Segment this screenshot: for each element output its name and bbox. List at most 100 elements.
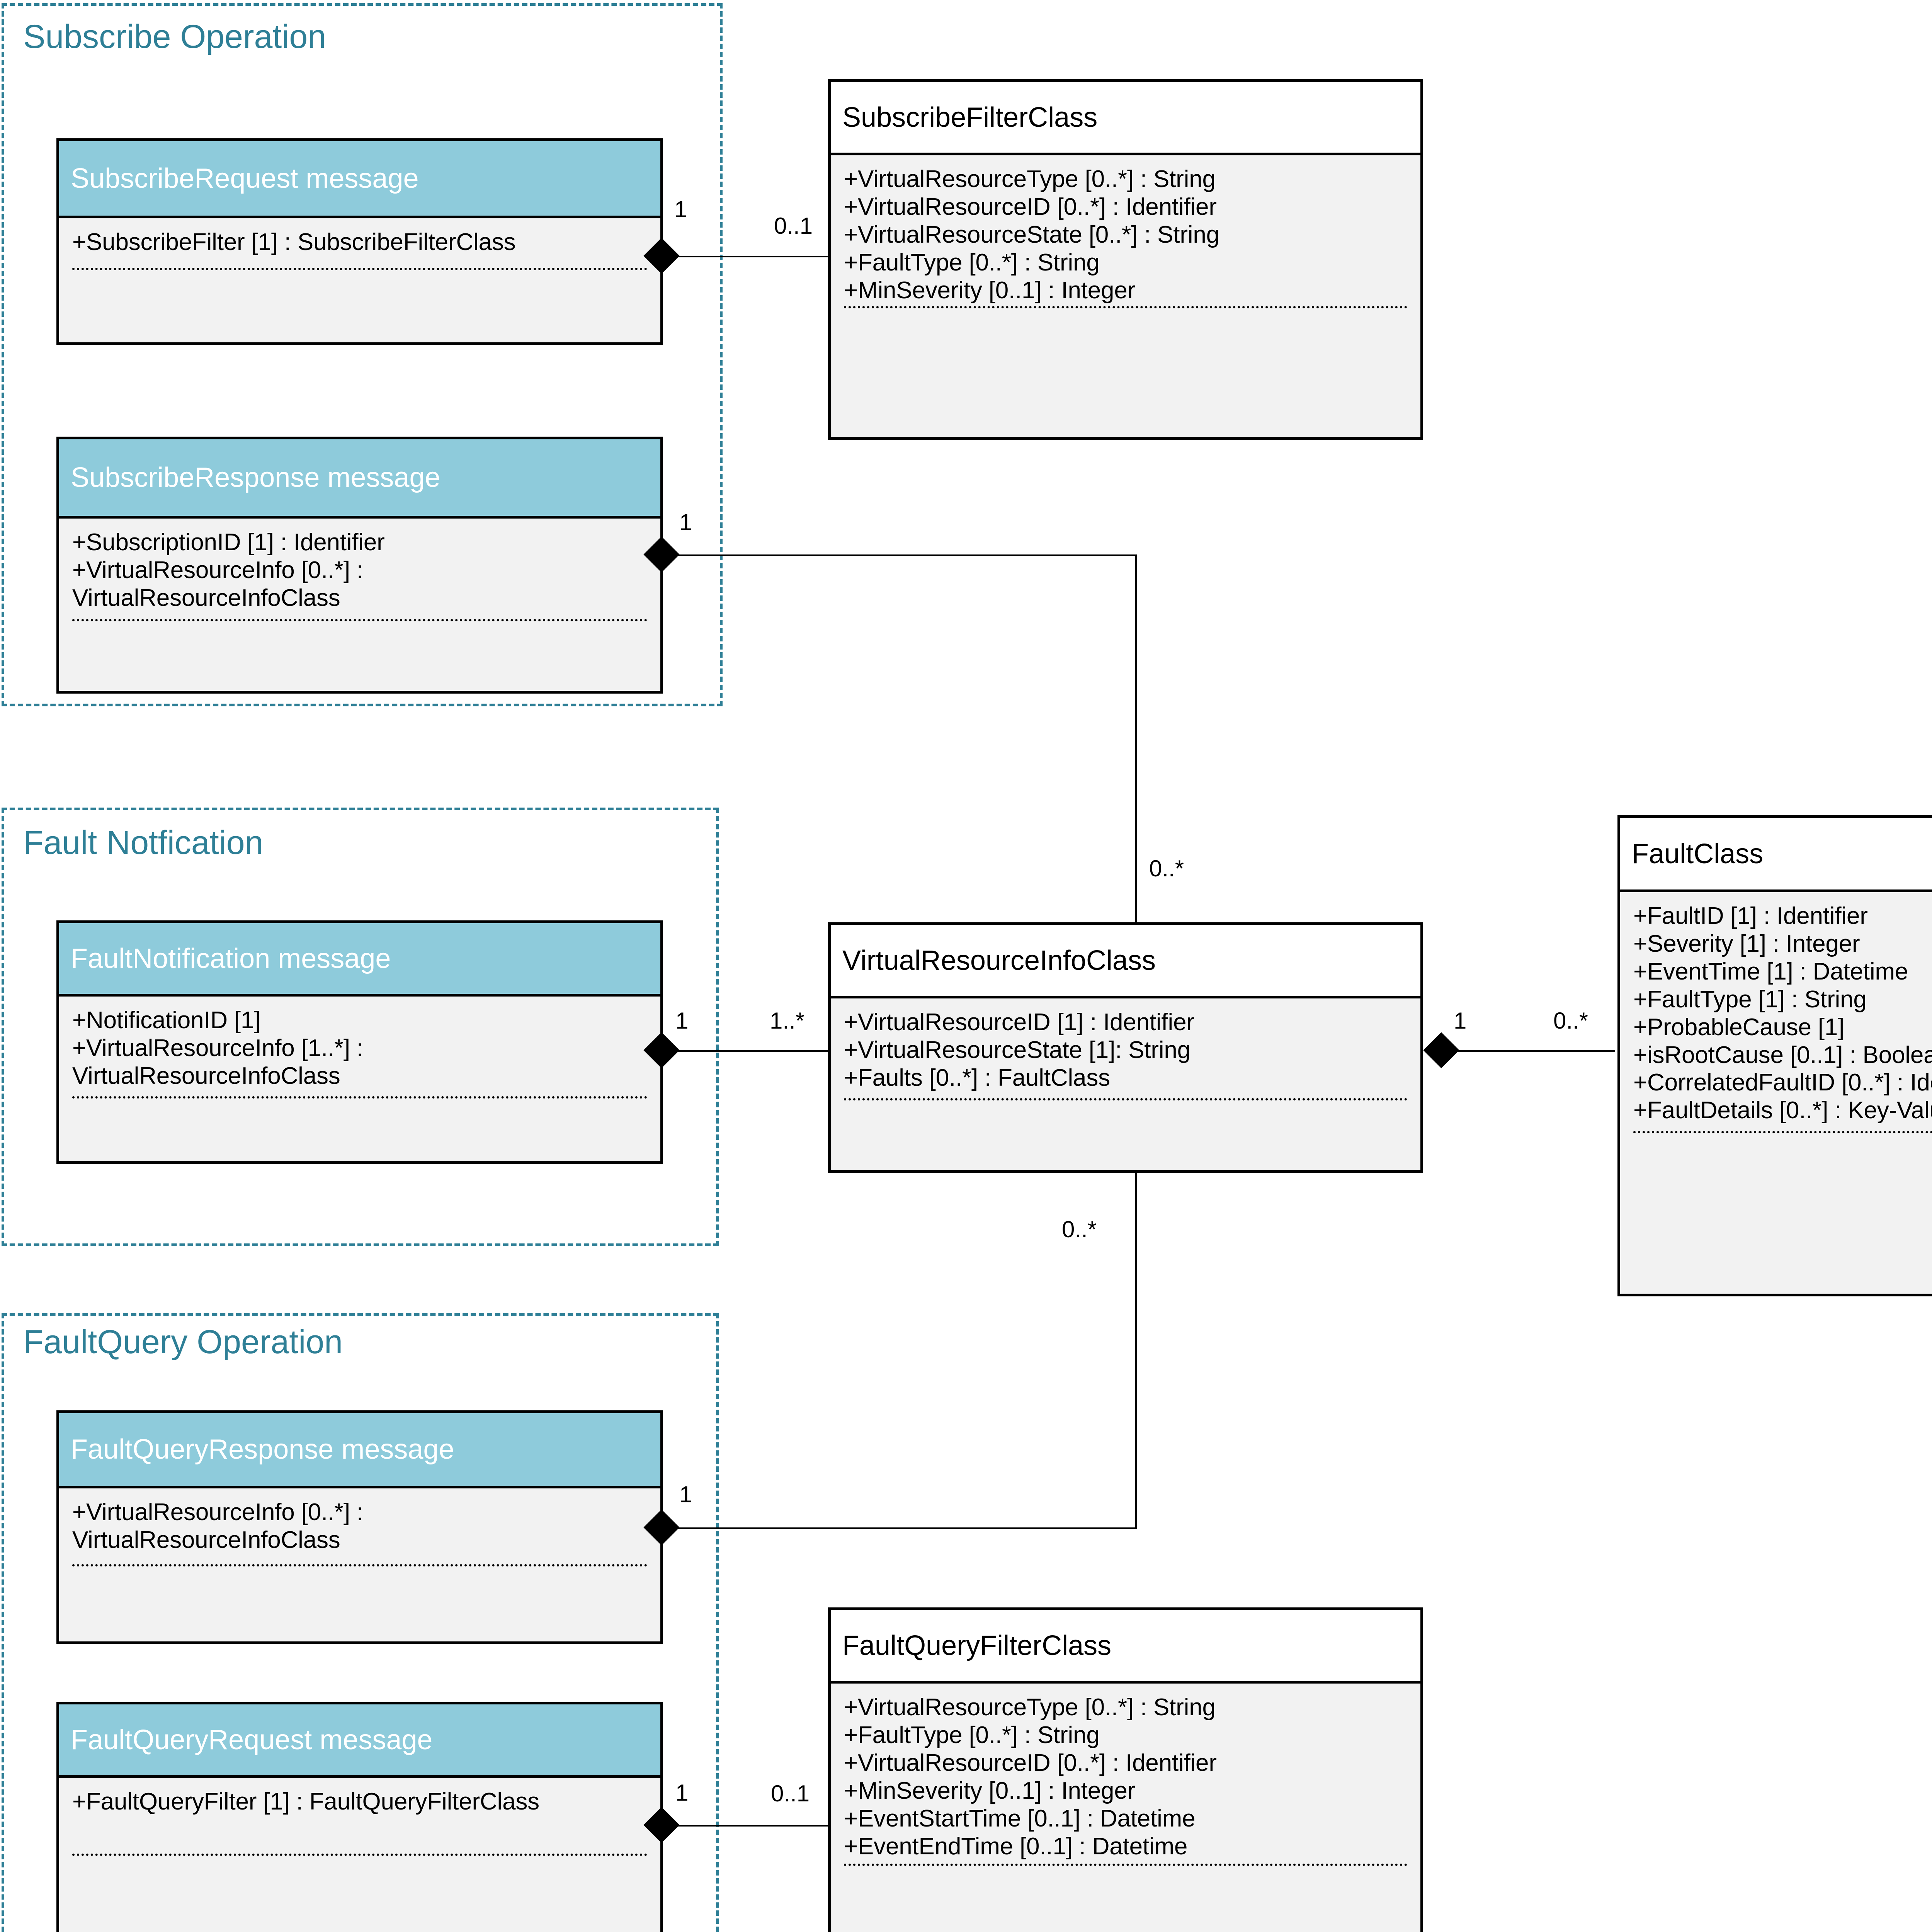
group-frame-subscribe <box>2 3 723 706</box>
attr-subscribe-filter: +SubscribeFilter [1] : SubscribeFilterCl… <box>72 229 516 255</box>
multiplicity-fault-query-response-near: 1 <box>679 1481 692 1507</box>
box-fault-class-body: +FaultID [1] : Identifier +Severity [1] … <box>1620 892 1932 1294</box>
box-fault-query-filter-class-body: +VirtualResourceType [0..*] : String +Fa… <box>831 1684 1420 1932</box>
connector-fault-query-request-h <box>662 1825 828 1827</box>
box-fault-notification-header: FaultNotification message <box>59 923 660 997</box>
box-fault-query-filter-class-title: FaultQueryFilterClass <box>842 1630 1112 1661</box>
box-fault-class[interactable]: FaultClass +FaultID [1] : Identifier +Se… <box>1617 815 1932 1296</box>
box-fault-query-request-header: FaultQueryRequest message <box>59 1704 660 1778</box>
box-fault-query-response-title: FaultQueryResponse message <box>71 1434 454 1465</box>
box-virtual-resource-info-class-body: +VirtualResourceID [1] : Identifier +Vir… <box>831 998 1420 1170</box>
attr-virtualresourceid: +VirtualResourceID [0..*] : Identifier <box>844 1749 1217 1776</box>
box-fault-query-filter-class[interactable]: FaultQueryFilterClass +VirtualResourceTy… <box>828 1607 1423 1932</box>
multiplicity-fault-query-filter-far: 0..1 <box>771 1781 810 1806</box>
box-fault-query-response-body: +VirtualResourceInfo [0..*] : VirtualRes… <box>59 1488 660 1641</box>
connector-fault-query-response-v <box>1135 1173 1137 1528</box>
attr-virtualresourceinfo: +VirtualResourceInfo [1..*] : VirtualRes… <box>72 1034 363 1089</box>
attr-virtualresourceinfo: +VirtualResourceInfo [0..*] : VirtualRes… <box>72 1499 363 1553</box>
multiplicity-fault-query-request-near: 1 <box>675 1780 689 1806</box>
connector-subscribe-response-h <box>662 554 1137 556</box>
attr-minseverity: +MinSeverity [0..1] : Integer <box>844 1777 1136 1804</box>
attr-faultdetails: +FaultDetails [0..*] : Key-Value pairs <box>1633 1097 1932 1124</box>
box-fault-class-title: FaultClass <box>1632 838 1764 869</box>
box-subscribe-filter-class[interactable]: SubscribeFilterClass +VirtualResourceTyp… <box>828 79 1423 440</box>
attr-correlatedfaultid: +CorrelatedFaultID [0..*] : Identifier <box>1633 1069 1932 1096</box>
box-fault-query-response[interactable]: FaultQueryResponse message +VirtualResou… <box>56 1410 663 1644</box>
multiplicity-subscribe-request-near: 1 <box>674 196 687 222</box>
attr-faultqueryfilter: +FaultQueryFilter [1] : FaultQueryFilter… <box>72 1788 539 1815</box>
aggregation-diamond-vri-to-faultclass <box>1423 1032 1459 1068</box>
connector-fault-notification-h <box>662 1050 832 1052</box>
multiplicity-vri-from-notification: 1..* <box>770 1008 805 1034</box>
box-subscribe-response-title: SubscribeResponse message <box>71 462 440 493</box>
box-virtual-resource-info-class-title: VirtualResourceInfoClass <box>842 945 1156 976</box>
connector-subscribe-request-to-filter <box>662 256 828 257</box>
operations-separator <box>844 1098 1407 1100</box>
attr-subscriptionid: +SubscriptionID [1] : Identifier <box>72 529 385 556</box>
multiplicity-subscribe-filter-far: 0..1 <box>774 213 813 239</box>
attr-virtualresourceid: +VirtualResourceID [1] : Identifier <box>844 1009 1194 1036</box>
attr-virtualresourcetype: +VirtualResourceType [0..*] : String <box>844 166 1216 192</box>
multiplicity-vri-from-query-response: 0..* <box>1062 1216 1097 1242</box>
multiplicity-fault-notification-near: 1 <box>675 1008 689 1034</box>
operations-separator <box>844 1864 1407 1866</box>
group-title-subscribe: Subscribe Operation <box>23 18 326 55</box>
box-subscribe-request-title: SubscribeRequest message <box>71 163 419 194</box>
operations-separator <box>844 306 1407 308</box>
box-subscribe-filter-class-body: +VirtualResourceType [0..*] : String +Vi… <box>831 155 1420 437</box>
box-subscribe-response[interactable]: SubscribeResponse message +SubscriptionI… <box>56 437 663 694</box>
box-subscribe-request-body: +SubscribeFilter [1] : SubscribeFilterCl… <box>59 218 660 342</box>
box-fault-query-request-body: +FaultQueryFilter [1] : FaultQueryFilter… <box>59 1778 660 1932</box>
box-fault-notification-message[interactable]: FaultNotification message +NotificationI… <box>56 920 663 1164</box>
attr-virtualresourceinfo: +VirtualResourceInfo [0..*] : VirtualRes… <box>72 556 363 611</box>
attr-severity: +Severity [1] : Integer <box>1633 930 1860 957</box>
attr-faults: +Faults [0..*] : FaultClass <box>844 1064 1110 1091</box>
box-fault-class-header: FaultClass <box>1620 818 1932 892</box>
box-fault-query-request[interactable]: FaultQueryRequest message +FaultQueryFil… <box>56 1702 663 1932</box>
connector-subscribe-response-v <box>1135 554 1137 929</box>
box-subscribe-response-body: +SubscriptionID [1] : Identifier +Virtua… <box>59 519 660 691</box>
box-fault-query-response-header: FaultQueryResponse message <box>59 1413 660 1488</box>
box-subscribe-response-header: SubscribeResponse message <box>59 439 660 519</box>
operations-separator <box>72 1564 647 1566</box>
attr-virtualresourcestate: +VirtualResourceState [0..*] : String <box>844 221 1219 248</box>
box-virtual-resource-info-class-header: VirtualResourceInfoClass <box>831 925 1420 998</box>
box-fault-notification-body: +NotificationID [1] +VirtualResourceInfo… <box>59 997 660 1161</box>
group-title-fault-notification: Fault Notfication <box>23 824 264 861</box>
attr-virtualresourceid: +VirtualResourceID [0..*] : Identifier <box>844 193 1217 220</box>
group-frame-fault-notification <box>2 808 719 1246</box>
multiplicity-subscribe-response-near: 1 <box>679 509 692 535</box>
multiplicity-vri-from-subscribe-response: 0..* <box>1149 855 1184 881</box>
box-fault-query-request-title: FaultQueryRequest message <box>71 1724 433 1755</box>
attr-notificationid: +NotificationID [1] <box>72 1007 261 1034</box>
box-fault-query-filter-class-header: FaultQueryFilterClass <box>831 1610 1420 1684</box>
attr-eventtime: +EventTime [1] : Datetime <box>1633 958 1908 985</box>
connector-vri-to-faultclass-h <box>1441 1050 1615 1052</box>
box-subscribe-request-header: SubscribeRequest message <box>59 141 660 218</box>
connector-fault-query-response-h <box>662 1527 1137 1529</box>
attr-virtualresourcetype: +VirtualResourceType [0..*] : String <box>844 1694 1216 1721</box>
attr-faulttype: +FaultType [0..*] : String <box>844 1721 1100 1748</box>
multiplicity-faultclass-far: 0..* <box>1553 1008 1588 1034</box>
attr-faultid: +FaultID [1] : Identifier <box>1633 903 1868 929</box>
group-title-fault-query: FaultQuery Operation <box>23 1323 343 1361</box>
operations-separator <box>72 619 647 621</box>
attr-isrootcause: +isRootCause [0..1] : Boolean <box>1633 1041 1932 1068</box>
operations-separator <box>72 1854 647 1856</box>
box-fault-notification-title: FaultNotification message <box>71 943 391 974</box>
attr-faulttype: +FaultType [1] : String <box>1633 986 1867 1013</box>
attr-minseverity: +MinSeverity [0..1] : Integer <box>844 277 1136 304</box>
attr-probablecause: +ProbableCause [1] <box>1633 1014 1845 1041</box>
operations-separator <box>72 268 647 270</box>
box-subscribe-filter-class-header: SubscribeFilterClass <box>831 82 1420 155</box>
operations-separator <box>1633 1131 1932 1133</box>
attr-virtualresourcestate: +VirtualResourceState [1]: String <box>844 1036 1190 1063</box>
box-subscribe-request[interactable]: SubscribeRequest message +SubscribeFilte… <box>56 138 663 345</box>
attr-faulttype: +FaultType [0..*] : String <box>844 249 1100 276</box>
box-subscribe-filter-class-title: SubscribeFilterClass <box>842 102 1098 133</box>
attr-eventendtime: +EventEndTime [0..1] : Datetime <box>844 1833 1188 1860</box>
box-virtual-resource-info-class[interactable]: VirtualResourceInfoClass +VirtualResourc… <box>828 922 1423 1173</box>
attr-eventstarttime: +EventStartTime [0..1] : Datetime <box>844 1805 1196 1832</box>
operations-separator <box>72 1096 647 1099</box>
